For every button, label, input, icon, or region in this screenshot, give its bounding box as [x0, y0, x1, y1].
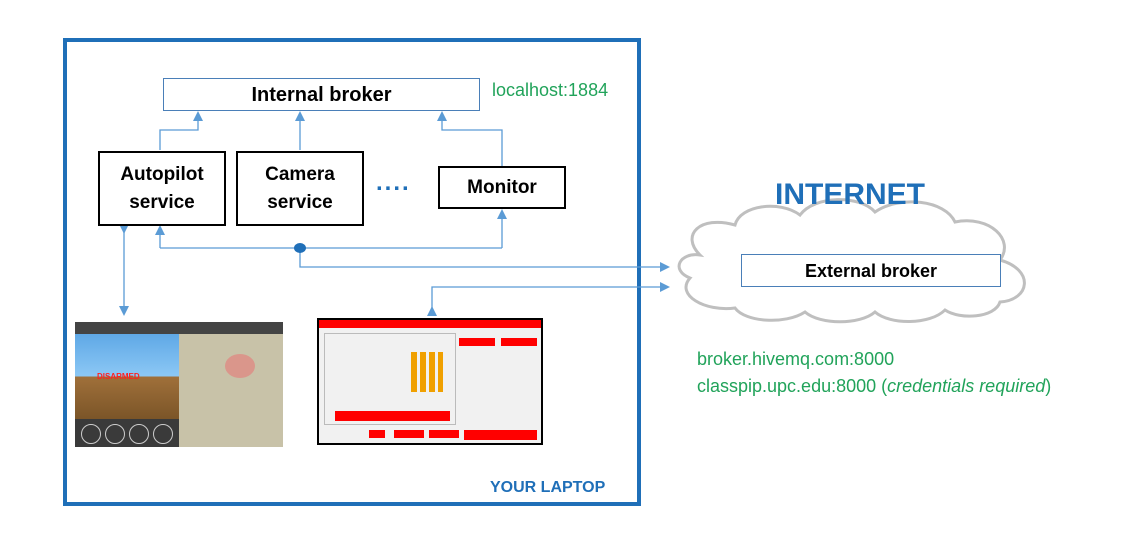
ui-red-button — [464, 430, 537, 440]
ui-red-button — [394, 430, 424, 438]
monitor-box: Monitor — [438, 166, 566, 209]
ui-red-button — [335, 411, 450, 421]
camera-service-label: Camera service — [265, 163, 335, 213]
laptop-frame — [63, 38, 641, 506]
monitor-label: Monitor — [467, 176, 537, 198]
monitor-to-broker-arrow — [437, 111, 503, 166]
ui-title-bar — [319, 320, 541, 328]
internal-broker-label: Internal broker — [251, 83, 392, 106]
ui-red-button — [429, 430, 459, 438]
bus-to-external-arrow — [299, 248, 670, 272]
host-hivemq: broker.hivemq.com:8000 — [697, 349, 895, 369]
camera-service-box: Camera service — [236, 151, 364, 226]
gs-gauge-icon — [153, 424, 173, 444]
host-classpip-note: credentials required — [887, 376, 1046, 396]
ui-red-button — [459, 338, 495, 346]
gs-gauge-icon — [81, 424, 101, 444]
ui-keypad — [411, 352, 443, 392]
autopilot-to-broker-arrow — [159, 111, 203, 150]
external-broker-label: External broker — [804, 260, 938, 281]
gs-map — [179, 334, 283, 447]
internal-broker-box: Internal broker — [163, 78, 480, 111]
host-classpip: classpip.upc.edu:8000 — [697, 376, 877, 396]
gs-map-zone — [225, 354, 255, 378]
ui-to-external-arrow — [427, 282, 670, 316]
internal-broker-address: localhost:1884 — [492, 80, 609, 100]
bus-junction — [294, 243, 306, 253]
gs-gauge-icon — [105, 424, 125, 444]
ui-red-button — [369, 430, 385, 438]
autopilot-service-label: Autopilot service — [120, 163, 204, 213]
gs-disarmed-status: DISARMED — [97, 372, 140, 381]
internet-label: INTERNET — [775, 178, 925, 211]
more-services-ellipsis: .... — [376, 169, 411, 196]
external-hosts: broker.hivemq.com:8000 classpip.upc.edu:… — [697, 346, 1051, 400]
gs-gauges — [75, 419, 179, 447]
ui-left-panel — [324, 333, 456, 425]
host-classpip-line: classpip.upc.edu:8000 (credentials requi… — [697, 376, 1052, 396]
gs-attitude-indicator: DISARMED — [75, 334, 179, 419]
ui-red-button — [501, 338, 537, 346]
dashboard-ui-screenshot — [317, 318, 543, 445]
gs-gauge-icon — [129, 424, 149, 444]
laptop-label: YOUR LAPTOP — [490, 479, 606, 496]
ground-station-screenshot: DISARMED — [75, 322, 283, 447]
autopilot-service-box: Autopilot service — [98, 151, 226, 226]
external-broker-box: External broker — [741, 254, 1001, 287]
gs-toolbar — [75, 322, 283, 334]
